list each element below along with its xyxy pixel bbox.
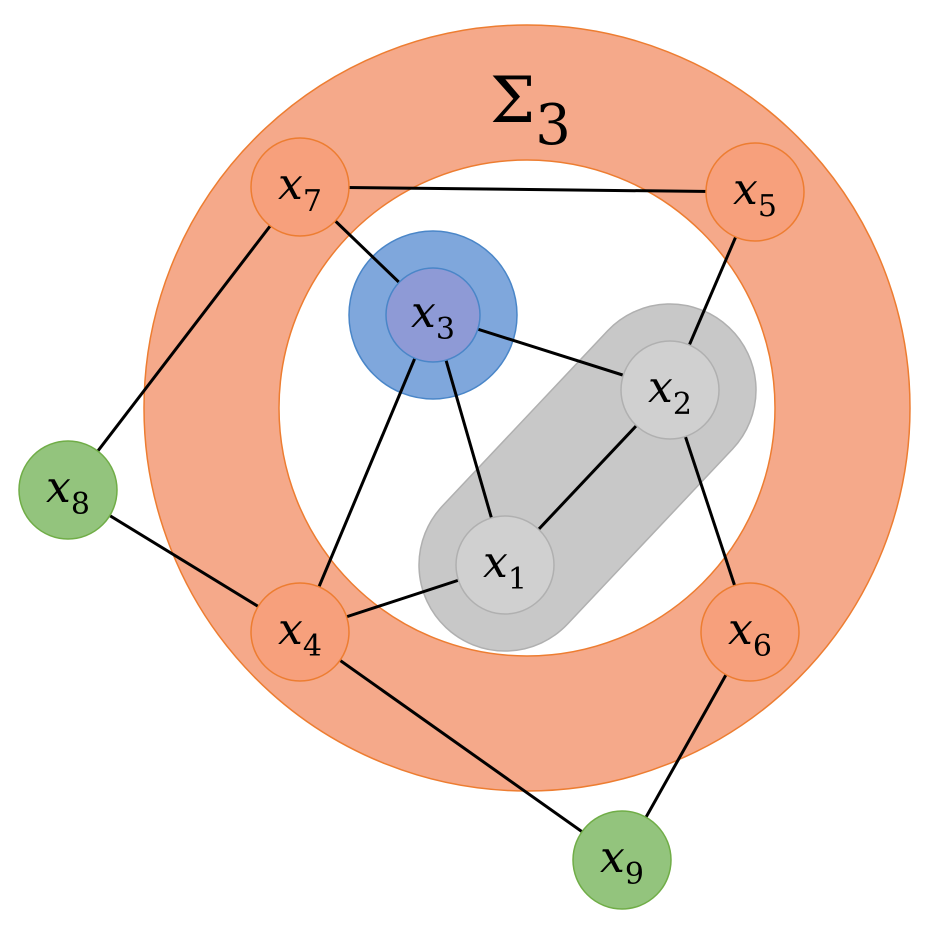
- region-label-main: Σ: [490, 64, 535, 138]
- node-x9-label-main: x: [600, 832, 625, 883]
- node-x4: x4: [250, 582, 350, 682]
- node-x4-label-main: x: [278, 604, 303, 655]
- node-x3: x3: [385, 267, 481, 363]
- node-x7-label-sub: 7: [303, 184, 322, 219]
- node-x7-label: x7: [278, 159, 322, 219]
- node-x1-label: x1: [483, 537, 527, 597]
- node-x6-label: x6: [728, 604, 772, 664]
- node-x8-circle: [18, 440, 118, 540]
- node-x5-label-main: x: [733, 164, 758, 215]
- node-x2-label: x2: [648, 362, 692, 422]
- node-x1-label-sub: 1: [508, 562, 527, 597]
- node-x6-label-main: x: [728, 604, 753, 655]
- edge-x7-x8: [66, 186, 302, 491]
- node-x1-circle: [455, 515, 555, 615]
- node-x8: x8: [18, 440, 118, 540]
- node-x5: x5: [705, 142, 805, 242]
- sigma-region-ring: [143, 24, 911, 792]
- node-x5-circle: [705, 142, 805, 242]
- node-x9: x9: [572, 810, 672, 910]
- node-x2: x2: [620, 340, 720, 440]
- node-x8-label-main: x: [46, 462, 71, 513]
- node-x9-label: x9: [600, 832, 644, 892]
- edge-x4-x9: [299, 630, 623, 862]
- node-x3-label: x3: [411, 287, 455, 347]
- node-x8-label: x8: [46, 462, 90, 522]
- node-x4-label-sub: 4: [303, 629, 322, 664]
- node-x1-label-main: x: [483, 537, 508, 588]
- node-x3-label-main: x: [411, 287, 436, 338]
- node-x6: x6: [700, 582, 800, 682]
- node-x5-label-sub: 5: [758, 189, 777, 224]
- edge-x3-x4: [298, 314, 435, 633]
- node-x3-circle: [385, 267, 481, 363]
- region-label-sub: 3: [535, 93, 571, 158]
- node-x7: x7: [250, 137, 350, 237]
- node-x2-label-sub: 2: [673, 387, 692, 422]
- node-x1: x1: [455, 515, 555, 615]
- node-x2-label-main: x: [648, 362, 673, 413]
- node-x6-circle: [700, 582, 800, 682]
- node-x6-label-sub: 6: [753, 629, 772, 664]
- node-x9-circle: [572, 810, 672, 910]
- edge-x7-x5: [299, 185, 756, 194]
- node-x8-label-sub: 8: [71, 487, 90, 522]
- node-x4-label: x4: [278, 604, 322, 664]
- node-x7-circle: [250, 137, 350, 237]
- node-x5-label: x5: [733, 164, 777, 224]
- region-label: Σ3: [490, 64, 571, 158]
- node-x9-label-sub: 9: [625, 857, 644, 892]
- node-x7-label-main: x: [278, 159, 303, 210]
- node-x3-label-sub: 3: [436, 312, 455, 347]
- node-x4-circle: [250, 582, 350, 682]
- node-x2-circle: [620, 340, 720, 440]
